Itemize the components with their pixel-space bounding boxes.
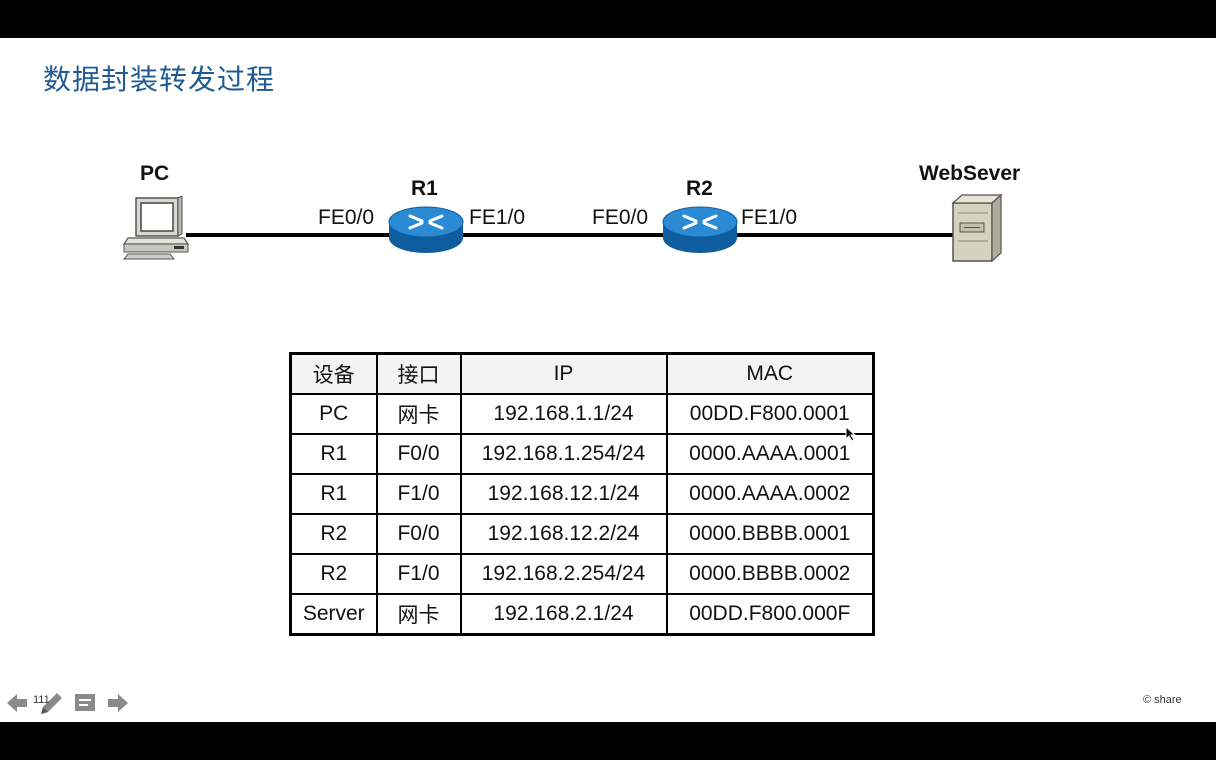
table-row: R2 F1/0 192.168.2.254/24 0000.BBBB.0002 xyxy=(289,553,875,595)
slide-controls xyxy=(6,691,136,719)
notes-icon[interactable] xyxy=(74,691,96,713)
r1-left-interface: FE0/0 xyxy=(318,206,375,229)
pc-label: PC xyxy=(140,162,170,185)
cell-ip: 192.168.1.1/24 xyxy=(459,393,668,435)
slide: 数据封装转发过程 xyxy=(0,38,1216,722)
slide-title: 数据封装转发过程 xyxy=(43,63,276,96)
arrow-right-icon[interactable] xyxy=(107,691,129,715)
cell-mac: 0000.BBBB.0002 xyxy=(665,553,875,595)
header-interface: 接口 xyxy=(375,352,462,395)
cell-device: R2 xyxy=(289,513,378,555)
cell-interface: F1/0 xyxy=(375,553,462,595)
page-number: 111 xyxy=(33,694,50,706)
cell-device: R1 xyxy=(289,473,378,515)
address-table-container: 设备 接口 IP MAC PC 网卡 192.168.1.1/24 00DD.F… xyxy=(289,352,875,636)
r1-label: R1 xyxy=(411,177,438,200)
r1-right-interface: FE1/0 xyxy=(469,206,526,229)
cell-interface: 网卡 xyxy=(375,393,462,435)
cell-device: R2 xyxy=(289,553,378,595)
table-row: R1 F1/0 192.168.12.1/24 0000.AAAA.0002 xyxy=(289,473,875,515)
server-label: WebSever xyxy=(919,162,1021,185)
cell-device: Server xyxy=(289,593,378,636)
address-table: 设备 接口 IP MAC PC 网卡 192.168.1.1/24 00DD.F… xyxy=(289,352,875,636)
pen-icon[interactable] xyxy=(38,691,64,717)
table-header-row: 设备 接口 IP MAC xyxy=(289,352,875,395)
r2-label: R2 xyxy=(686,177,713,200)
cell-ip: 192.168.1.254/24 xyxy=(459,433,668,475)
cell-device: PC xyxy=(289,393,378,435)
table-row: R2 F0/0 192.168.12.2/24 0000.BBBB.0001 xyxy=(289,513,875,555)
footer-share: © share xyxy=(1143,694,1182,706)
cell-mac: 0000.BBBB.0001 xyxy=(665,513,875,555)
server-icon xyxy=(951,193,1003,263)
header-device: 设备 xyxy=(289,352,378,395)
r2-right-interface: FE1/0 xyxy=(741,206,798,229)
network-topology xyxy=(122,193,1003,263)
cell-interface: F0/0 xyxy=(375,513,462,555)
cell-mac: 0000.AAAA.0002 xyxy=(665,473,875,515)
cell-interface: 网卡 xyxy=(375,593,462,636)
table-row: PC 网卡 192.168.1.1/24 00DD.F800.0001 xyxy=(289,393,875,435)
router-r2-icon xyxy=(662,206,738,253)
cell-ip: 192.168.2.254/24 xyxy=(459,553,668,595)
cell-ip: 192.168.12.2/24 xyxy=(459,513,668,555)
cell-ip: 192.168.12.1/24 xyxy=(459,473,668,515)
mouse-cursor-icon xyxy=(845,426,857,442)
cell-ip: 192.168.2.1/24 xyxy=(459,593,668,636)
table-row: R1 F0/0 192.168.1.254/24 0000.AAAA.0001 xyxy=(289,433,875,475)
cell-mac: 00DD.F800.000F xyxy=(665,593,875,636)
pc-icon xyxy=(122,195,190,260)
bottom-letterbox xyxy=(0,722,1216,760)
cell-mac: 00DD.F800.0001 xyxy=(665,393,875,435)
router-r1-icon xyxy=(388,206,464,253)
cell-interface: F0/0 xyxy=(375,433,462,475)
arrow-left-icon[interactable] xyxy=(6,691,28,715)
cell-device: R1 xyxy=(289,433,378,475)
header-mac: MAC xyxy=(665,352,875,395)
table-row: Server 网卡 192.168.2.1/24 00DD.F800.000F xyxy=(289,593,875,636)
cell-interface: F1/0 xyxy=(375,473,462,515)
r2-left-interface: FE0/0 xyxy=(592,206,649,229)
cell-mac: 0000.AAAA.0001 xyxy=(665,433,875,475)
header-ip: IP xyxy=(459,352,668,395)
top-letterbox xyxy=(0,0,1216,38)
